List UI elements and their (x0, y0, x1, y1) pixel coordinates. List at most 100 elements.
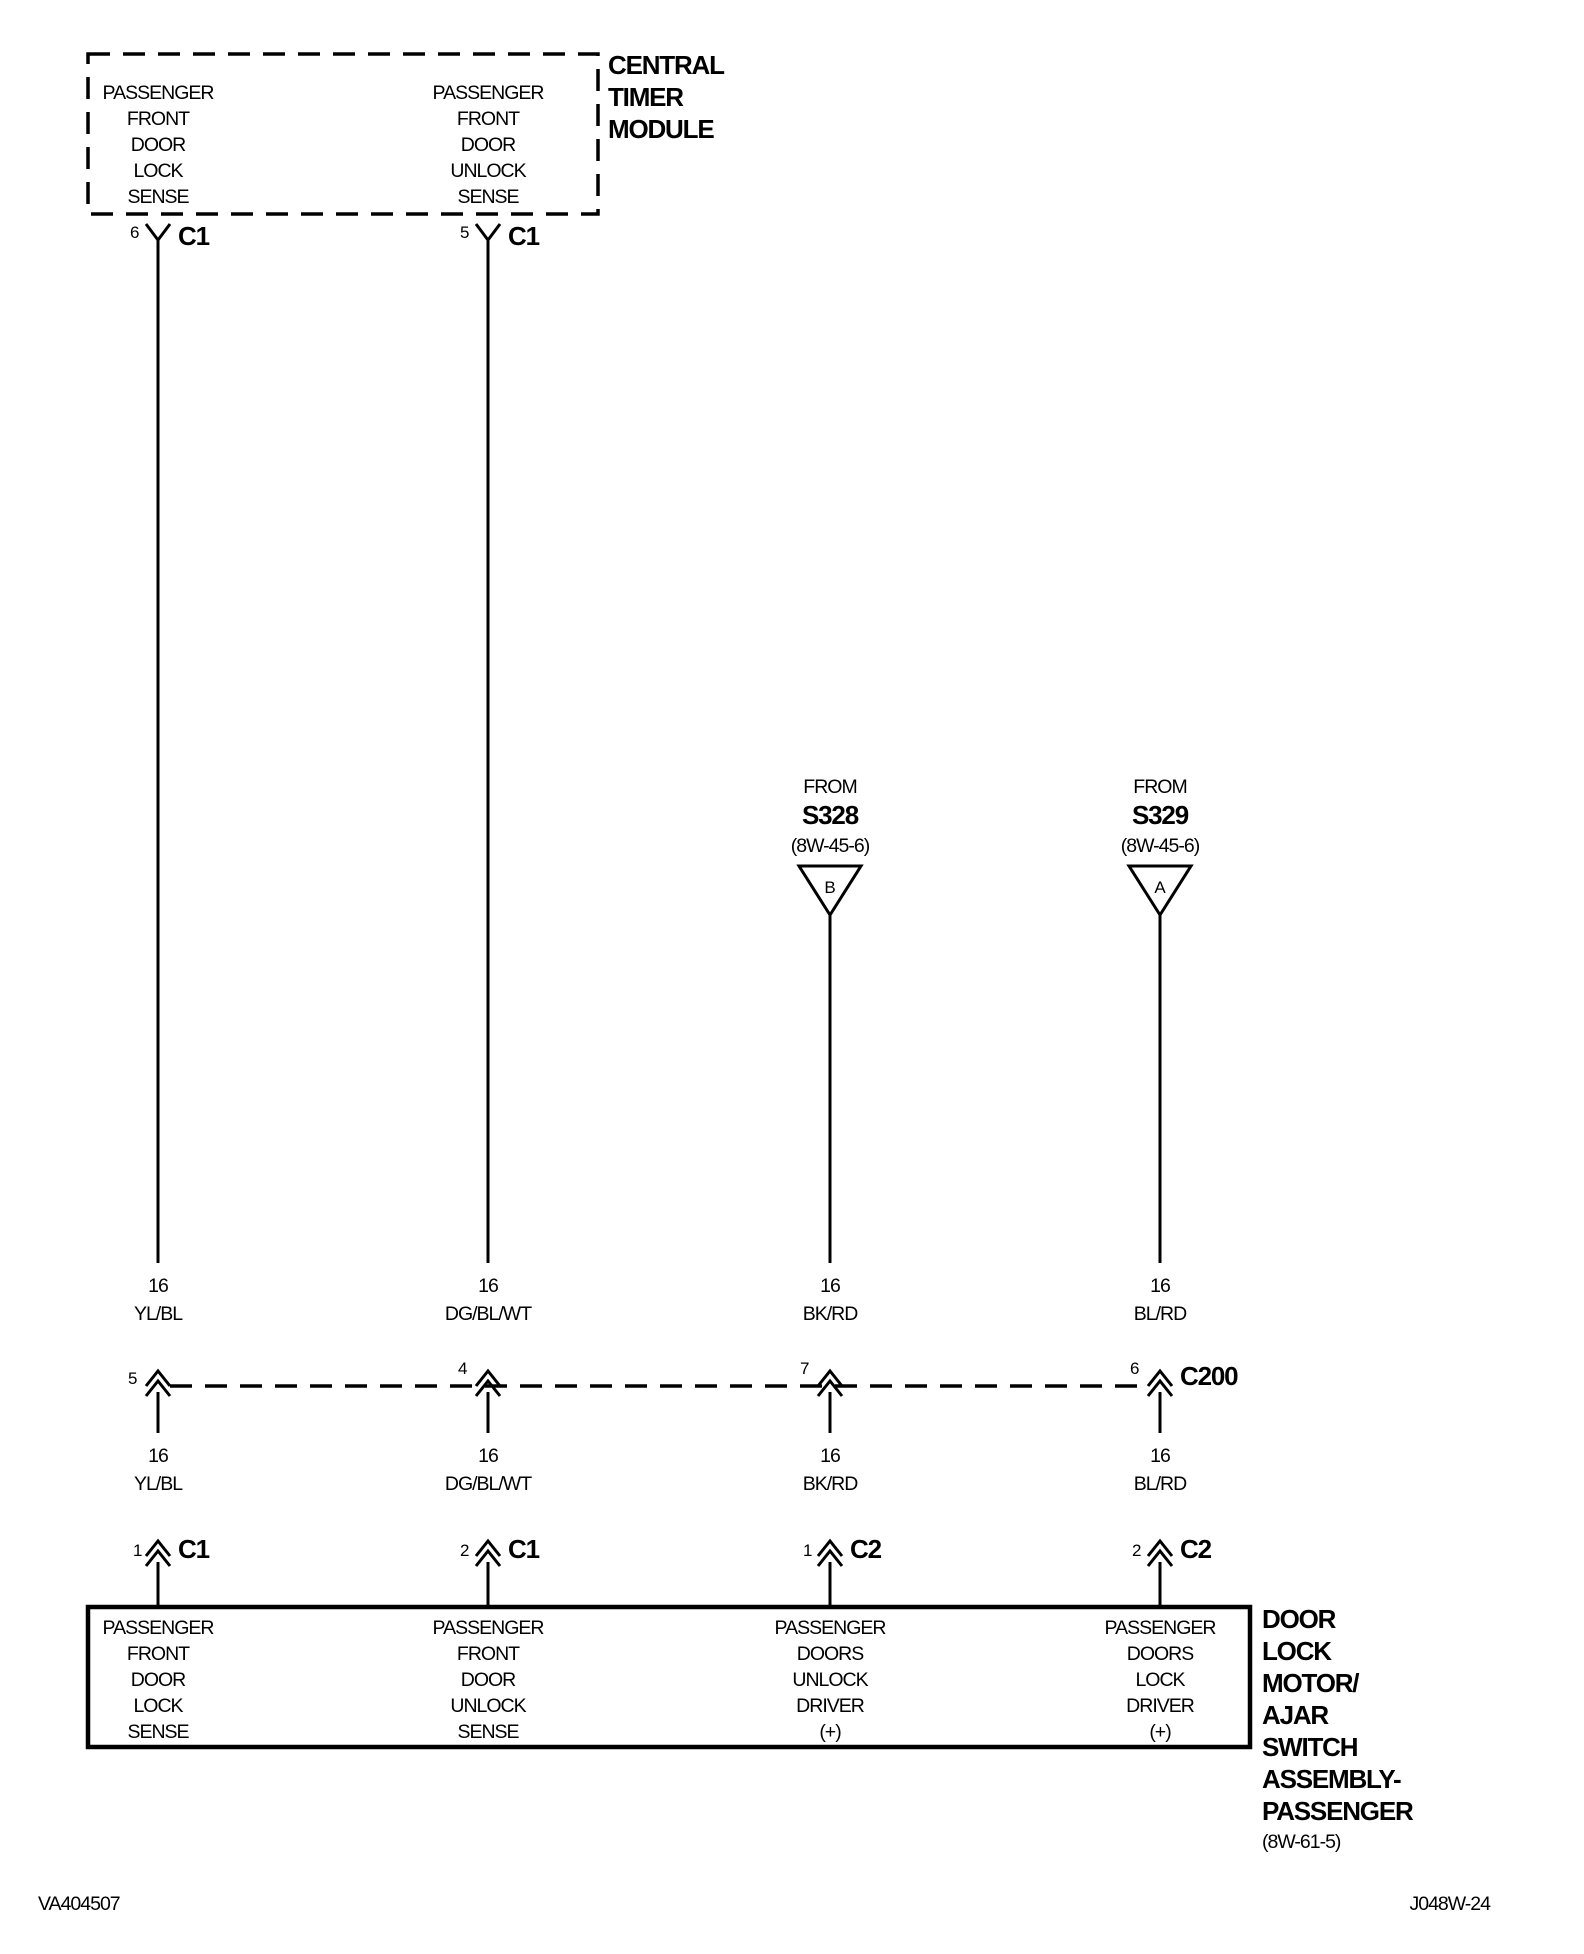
wire-gauge: 16 (148, 1275, 168, 1297)
wire-color: YL/BL (134, 1473, 183, 1495)
wire-gauge: 16 (1150, 1275, 1170, 1297)
assembly-page-ref: (8W-61-5) (1262, 1831, 1341, 1853)
pin-label-line: DOOR (461, 134, 516, 156)
splice-letter: A (1154, 878, 1166, 897)
pin-label-line: PASSENGER (433, 1617, 545, 1639)
assembly-connector-terminals (144, 1538, 1174, 1567)
upper-wire-labels: 16 YL/BL 16 DG/BL/WT 16 BK/RD 16 BL/RD (134, 1275, 1188, 1325)
pin-number: 6 (130, 223, 139, 242)
wire-color: BL/RD (1134, 1473, 1187, 1495)
connector-terminal-icon (144, 223, 172, 243)
wire-gauge: 16 (820, 1445, 840, 1467)
pin-label-line: LOCK (1135, 1669, 1185, 1691)
connector-id: C1 (178, 221, 210, 251)
pin-number: 4 (458, 1359, 467, 1378)
connector-terminal-icon (144, 1538, 172, 1567)
pin-label-line: LOCK (133, 160, 183, 182)
pin-label-line: LOCK (133, 1695, 183, 1717)
pin-label-line: DOORS (797, 1643, 865, 1665)
connector-terminal-icon (474, 1538, 502, 1567)
pin-label-line: PASSENGER (775, 1617, 887, 1639)
wire-gauge: 16 (478, 1445, 498, 1467)
door-lock-motor-assembly-outline (85, 1604, 1253, 1750)
connector-id: C1 (508, 1534, 540, 1564)
pin-label-line: DOORS (1127, 1643, 1195, 1665)
splice-from-label: FROM (1133, 776, 1186, 798)
pin-label-line: PASSENGER (433, 82, 545, 104)
splice-reference-s328: FROM S328 (8W-45-6) B (791, 776, 871, 918)
pin-label-line: PASSENGER (1105, 1617, 1217, 1639)
pin-label-line: PASSENGER (103, 82, 215, 104)
connector-terminal-icon (144, 1368, 172, 1397)
pin-label-line: FRONT (127, 108, 190, 130)
splice-id: S328 (802, 800, 859, 830)
wire-gauge: 16 (148, 1445, 168, 1467)
pin-label-line: PASSENGER (103, 1617, 215, 1639)
module-title-line: CENTRAL (608, 50, 725, 80)
assembly-title-line: PASSENGER (1262, 1796, 1414, 1826)
wire-color: BL/RD (1134, 1303, 1187, 1325)
assembly-title-line: AJAR (1262, 1700, 1329, 1730)
module-pin-label-lock-sense: PASSENGER FRONT DOOR LOCK SENSE (103, 82, 216, 208)
splice-from-label: FROM (803, 776, 856, 798)
central-timer-module-title: CENTRAL TIMER MODULE (608, 50, 726, 144)
splice-triangle-icon (796, 864, 864, 918)
pin-label-line: SENSE (127, 186, 189, 208)
figure-code-left: VA404507 (38, 1893, 120, 1915)
wire-color: BK/RD (803, 1303, 859, 1325)
wire-gauge: 16 (1150, 1445, 1170, 1467)
connector-terminal-icon (816, 1538, 844, 1567)
assembly-title-line: DOOR (1262, 1604, 1337, 1634)
module-pin-label-unlock-sense: PASSENGER FRONT DOOR UNLOCK SENSE (433, 82, 546, 208)
connector-id: C1 (508, 221, 540, 251)
pin-number: 1 (133, 1541, 142, 1560)
pin-number: 7 (800, 1359, 809, 1378)
wire-gauge: 16 (820, 1275, 840, 1297)
pin-number: 5 (128, 1369, 137, 1388)
connector-terminal-icon (474, 1368, 502, 1397)
pin-label-line: DRIVER (796, 1695, 865, 1717)
connector-id: C2 (850, 1534, 882, 1564)
splice-triangle-icon (1126, 864, 1194, 918)
pin-label-line: UNLOCK (450, 160, 526, 182)
connector-id: C1 (178, 1534, 210, 1564)
pin-label-line: (+) (1149, 1721, 1171, 1743)
connector-terminal-icon (1146, 1538, 1174, 1567)
connector-id: C200 (1180, 1361, 1238, 1391)
splice-page-ref: (8W-45-6) (1121, 835, 1200, 857)
splice-id: S329 (1132, 800, 1189, 830)
connector-terminal-icon (1146, 1368, 1174, 1397)
pin-label-line: UNLOCK (792, 1669, 868, 1691)
pin-label-line: SENSE (457, 186, 519, 208)
wire-color: BK/RD (803, 1473, 859, 1495)
wire-color: YL/BL (134, 1303, 183, 1325)
pin-label-line: SENSE (127, 1721, 189, 1743)
connector-terminal-icon (474, 223, 502, 243)
pin-label-line: DRIVER (1126, 1695, 1195, 1717)
lower-wire-labels: 16 YL/BL 16 DG/BL/WT 16 BK/RD 16 BL/RD (134, 1445, 1188, 1495)
wire-color: DG/BL/WT (445, 1473, 532, 1495)
connector-terminal-icon (816, 1368, 844, 1397)
pin-label-line: (+) (819, 1721, 841, 1743)
pin-label-line: DOOR (131, 134, 186, 156)
connector-id: C2 (1180, 1534, 1212, 1564)
central-timer-module-outline (86, 52, 600, 216)
splice-page-ref: (8W-45-6) (791, 835, 870, 857)
inline-connector-c200-terminals (144, 1368, 1174, 1397)
pin-label-line: DOOR (131, 1669, 186, 1691)
pin-label-line: FRONT (457, 108, 520, 130)
assembly-title-line: MOTOR/ (1262, 1668, 1359, 1698)
pin-number: 5 (460, 223, 469, 242)
pin-label-line: FRONT (127, 1643, 190, 1665)
pin-label-line: DOOR (461, 1669, 516, 1691)
assembly-title-line: SWITCH (1262, 1732, 1358, 1762)
pin-number: 6 (1130, 1359, 1139, 1378)
module-title-line: TIMER (608, 82, 684, 112)
figure-code-right: J048W-24 (1409, 1893, 1491, 1915)
splice-reference-s329: FROM S329 (8W-45-6) A (1121, 776, 1201, 918)
assembly-title: DOOR LOCK MOTOR/ AJAR SWITCH ASSEMBLY- P… (1262, 1604, 1415, 1853)
pin-label-line: SENSE (457, 1721, 519, 1743)
splice-letter: B (824, 878, 835, 897)
